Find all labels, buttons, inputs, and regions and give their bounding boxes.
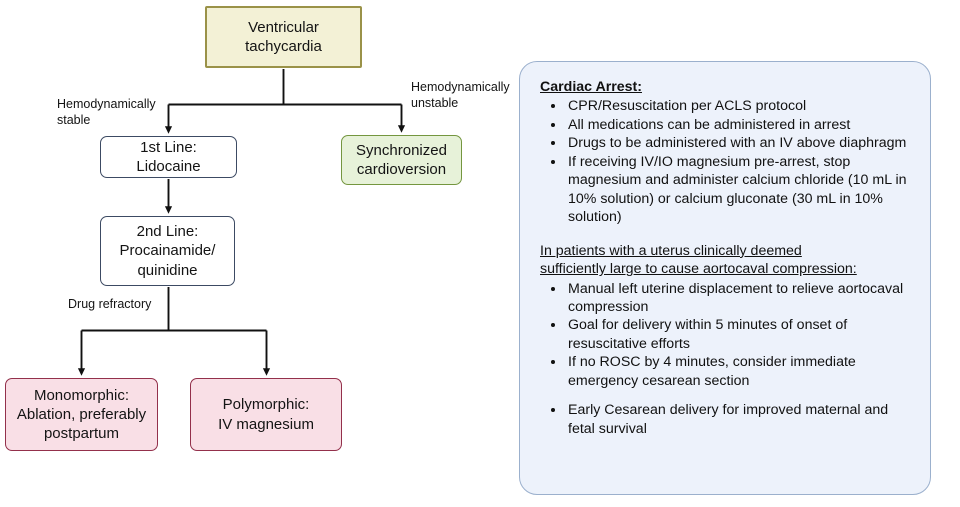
panel-list-early-cesarean: Early Cesarean delivery for improved mat…	[540, 401, 916, 438]
list-item: Drugs to be administered with an IV abov…	[566, 134, 916, 152]
node-monomorphic-ablation[interactable]: Monomorphic: Ablation, preferably postpa…	[5, 378, 158, 451]
edge-label-drug-refractory: Drug refractory	[68, 297, 152, 311]
list-item: If receiving IV/IO magnesium pre-arrest,…	[566, 153, 916, 227]
list-item: CPR/Resuscitation per ACLS protocol	[566, 97, 916, 115]
edge-label-hemodynamically-stable: Hemodynamically stable	[57, 97, 156, 127]
panel-spacer-secondary	[540, 390, 916, 401]
node-synchronized-cardioversion[interactable]: Synchronized cardioversion	[341, 135, 462, 185]
panel-heading-cardiac-arrest: Cardiac Arrest:	[540, 79, 642, 95]
list-item: Early Cesarean delivery for improved mat…	[566, 401, 916, 438]
list-item: If no ROSC by 4 minutes, consider immedi…	[566, 353, 916, 390]
panel-heading-uterus-aortocaval: In patients with a uterus clinically dee…	[540, 242, 857, 278]
panel-list-cardiac-arrest: CPR/Resuscitation per ACLS protocol All …	[540, 97, 916, 226]
edge-label-hemodynamically-unstable: Hemodynamically unstable	[411, 80, 510, 110]
panel-spacer	[540, 227, 916, 242]
list-item: All medications can be administered in a…	[566, 116, 916, 134]
node-second-line-procainamide-quinidine[interactable]: 2nd Line: Procainamide/ quinidine	[100, 216, 235, 286]
list-item: Goal for delivery within 5 minutes of on…	[566, 316, 916, 353]
list-item: Manual left uterine displacement to reli…	[566, 280, 916, 317]
node-polymorphic-iv-magnesium[interactable]: Polymorphic: IV magnesium	[190, 378, 342, 451]
node-ventricular-tachycardia[interactable]: Ventricular tachycardia	[205, 6, 362, 68]
info-panel: Cardiac Arrest: CPR/Resuscitation per AC…	[519, 61, 931, 495]
panel-list-uterus-aortocaval: Manual left uterine displacement to reli…	[540, 280, 916, 391]
node-first-line-lidocaine[interactable]: 1st Line: Lidocaine	[100, 136, 237, 178]
